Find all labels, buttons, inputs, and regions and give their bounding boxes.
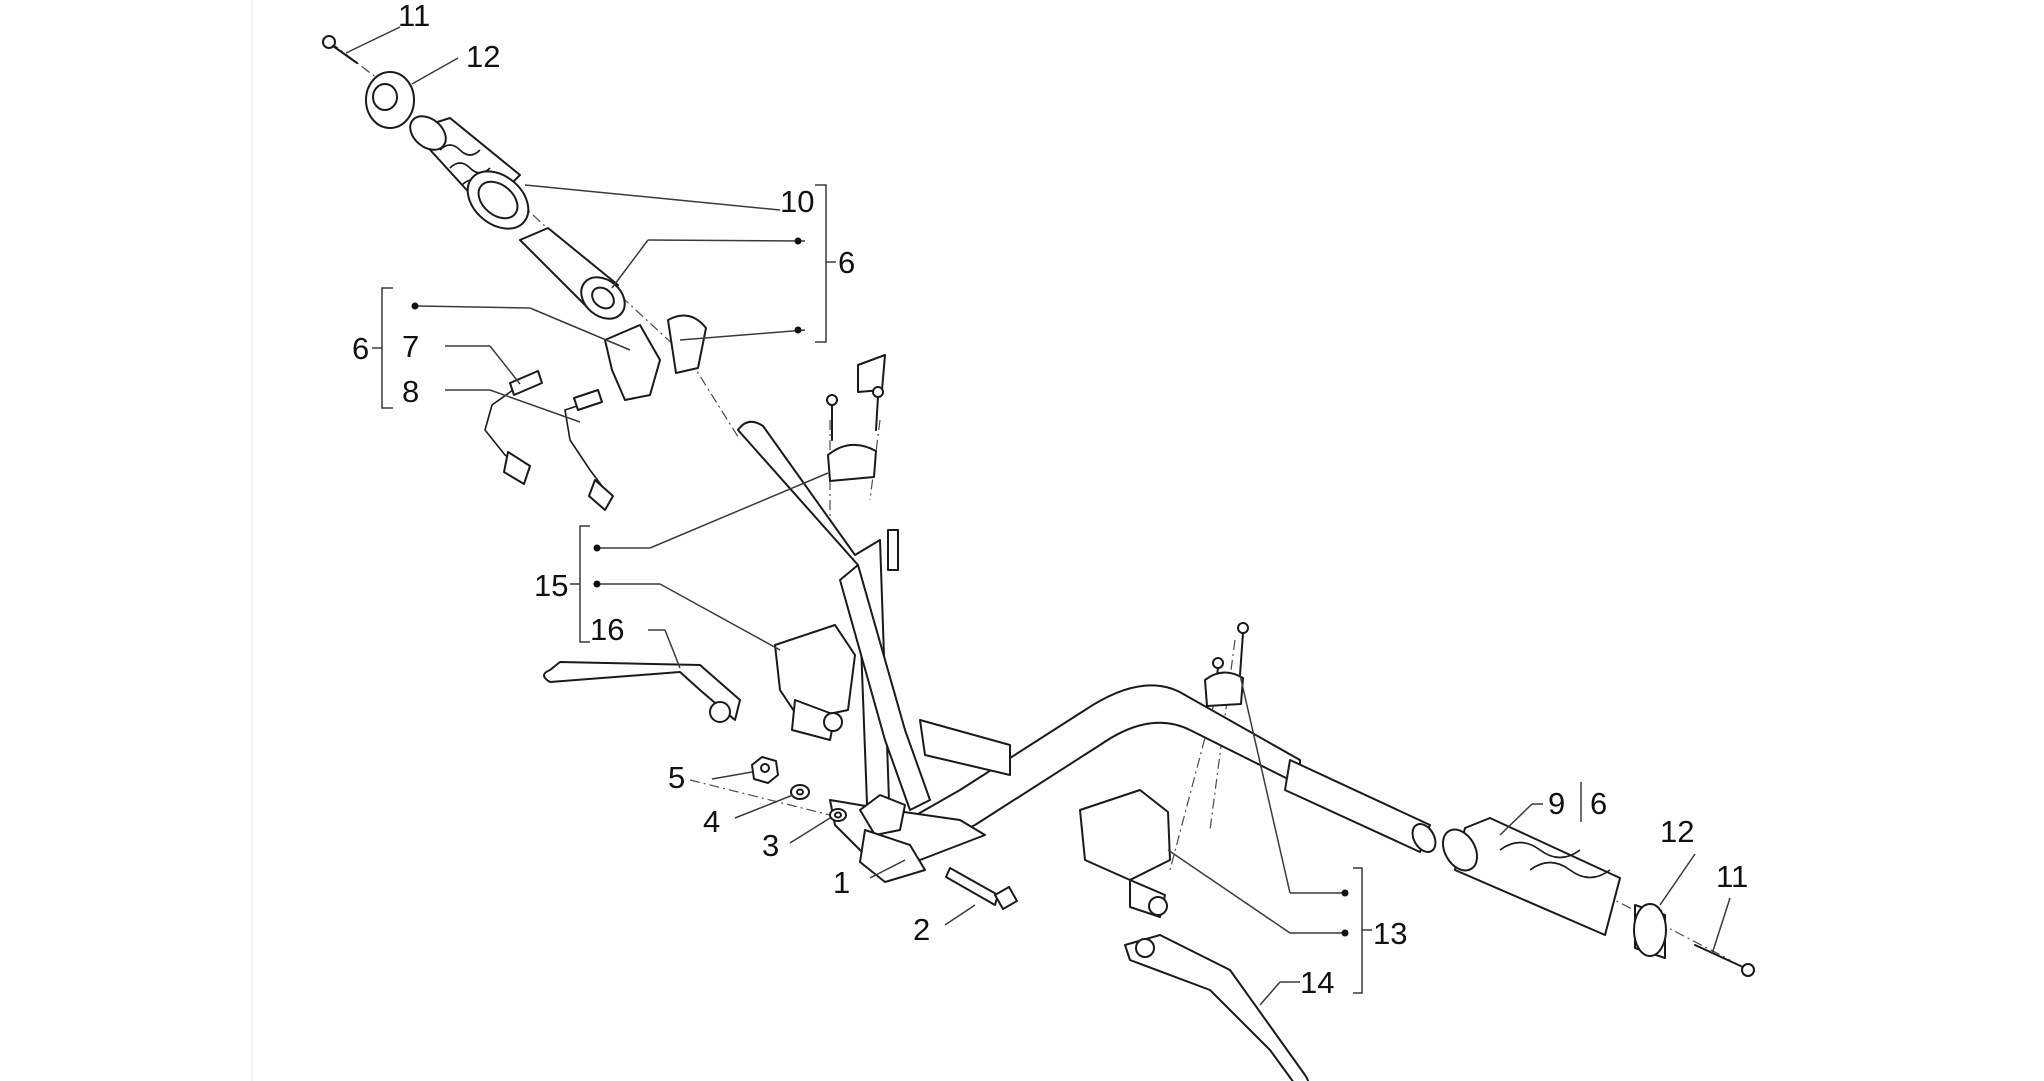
nut-5 [751, 756, 779, 784]
callout-15: 15 [534, 568, 568, 603]
callout-5: 5 [668, 760, 685, 795]
clamp-1 [859, 829, 926, 883]
callout-6-right: 6 [1590, 786, 1607, 821]
callout-16: 16 [590, 612, 624, 647]
bar-end-weight-left [365, 71, 415, 129]
bar-end-screw-right [1694, 944, 1755, 977]
callout-4: 4 [703, 804, 720, 839]
callout-dots [411, 237, 1349, 937]
left-brake-lever [543, 661, 741, 723]
throttle-end-screw [322, 35, 358, 64]
washer-3 [829, 808, 847, 822]
throttle-grip-rubber [409, 115, 530, 230]
callout-12-top: 12 [466, 39, 500, 74]
throttle-cable-7 [484, 370, 543, 485]
washer-4 [790, 784, 810, 800]
callout-1: 1 [833, 865, 850, 900]
throttle-housing [604, 314, 707, 401]
leader-lines [345, 26, 1731, 1006]
bolt-2 [945, 867, 1018, 910]
throttle-cable-8 [564, 389, 614, 511]
callout-7: 7 [402, 329, 419, 364]
brackets [372, 184, 1582, 994]
callout-10: 10 [780, 184, 814, 219]
callout-11-top: 11 [398, 0, 430, 33]
callout-9: 9 [1548, 786, 1565, 821]
right-grip [1441, 817, 1621, 936]
callout-12-right: 12 [1660, 814, 1694, 849]
callout-11-right: 11 [1716, 859, 1748, 894]
callout-6-left: 6 [352, 331, 369, 366]
left-master-cylinder [774, 624, 856, 741]
bar-end-weight-right [1633, 903, 1667, 959]
callout-6-top: 6 [838, 245, 855, 280]
callout-8: 8 [402, 374, 419, 409]
right-brake-lever [1124, 934, 1310, 1081]
throttle-tube [519, 227, 626, 320]
callout-14: 14 [1300, 965, 1334, 1000]
callout-2: 2 [913, 912, 930, 947]
assembly-axes [329, 41, 1731, 961]
callout-13: 13 [1373, 916, 1407, 951]
right-clamp-screws [1204, 622, 1249, 707]
clamp-screws-top [826, 386, 884, 482]
handlebar-frame [737, 354, 1437, 871]
callout-labels: 11 12 10 6 6 7 8 15 16 5 4 3 1 2 9 6 12 … [352, 0, 1748, 1000]
right-master-cylinder [1079, 789, 1171, 918]
callout-3: 3 [762, 828, 779, 863]
